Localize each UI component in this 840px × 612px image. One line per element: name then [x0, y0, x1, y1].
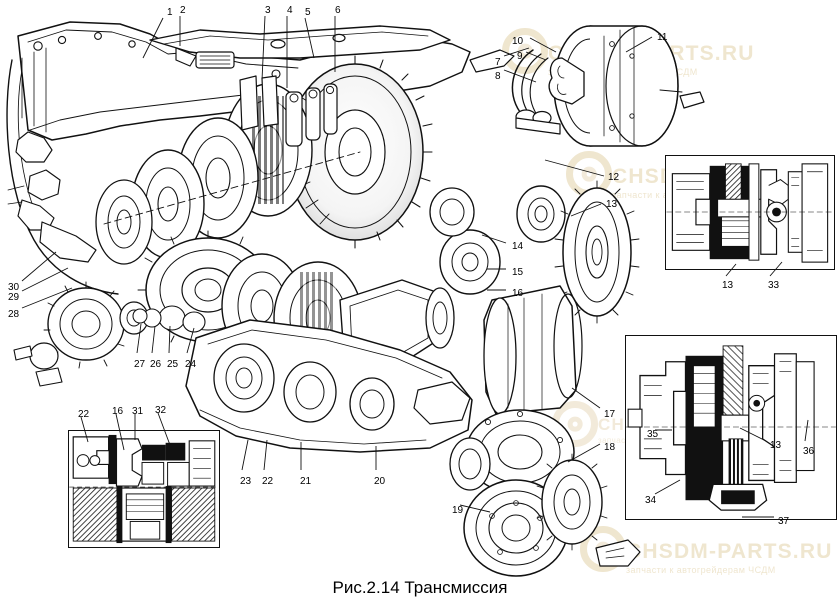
callout-number-4: 4: [287, 5, 293, 16]
housing-top-cover: [149, 25, 451, 69]
callout-number-34: 34: [645, 495, 657, 506]
callout-number-18: 18: [604, 442, 616, 453]
detail-small-parts: [132, 75, 338, 333]
callout-number-21: 21: [300, 476, 312, 487]
callout-number-19: 19: [452, 505, 464, 516]
callout-number-13: 13: [606, 199, 618, 210]
callout-number-13: 13: [770, 440, 782, 451]
flywheel-clutch-19: [449, 437, 641, 577]
callout-number-11: 11: [657, 32, 668, 43]
callout-number-33: 33: [768, 280, 780, 291]
callout-number-37: 37: [778, 516, 790, 527]
callout-number-30: 30: [8, 282, 20, 293]
callout-number-32: 32: [155, 405, 167, 416]
callout-number-27: 27: [134, 359, 146, 370]
callout-number-28: 28: [8, 309, 20, 320]
callout-number-16: 16: [112, 406, 124, 417]
brake-drum-right: [465, 285, 583, 495]
callout-number-6: 6: [335, 5, 341, 16]
callout-number-1: 1: [167, 7, 173, 18]
callout-number-10: 10: [512, 36, 524, 47]
callout-number-14: 14: [512, 241, 524, 252]
inset-panel-upper-right: [665, 155, 835, 270]
callout-number-24: 24: [185, 359, 197, 370]
callout-number-5: 5: [305, 7, 311, 18]
inset-lower-left-section: [69, 431, 219, 547]
inset-panel-lower-left: [68, 430, 220, 548]
left-small-gears: [13, 281, 149, 387]
callout-number-12: 12: [608, 172, 620, 183]
callout-number-26: 26: [150, 359, 162, 370]
callout-number-29: 29: [8, 292, 20, 303]
callout-number-22: 22: [262, 476, 274, 487]
callout-number-35: 35: [647, 429, 659, 440]
figure-caption: Рис.2.14 Трансмиссия: [332, 578, 508, 597]
clutch-drum-assembly: [548, 25, 705, 147]
callout-number-9: 9: [517, 51, 523, 62]
callout-number-20: 20: [374, 476, 386, 487]
callout-number-17: 17: [604, 409, 616, 420]
callout-number-22: 22: [78, 409, 90, 420]
inset-upper-right-section: [666, 157, 834, 268]
callout-number-31: 31: [132, 406, 144, 417]
callout-number-13: 13: [722, 280, 734, 291]
callout-number-15: 15: [512, 267, 524, 278]
shift-fork-rods: [469, 49, 561, 135]
callout-number-36: 36: [803, 446, 815, 457]
lower-housing-assembly: [185, 319, 473, 453]
driven-gear-13: [554, 180, 640, 324]
inset-lower-right-section: [626, 336, 836, 519]
callout-number-3: 3: [265, 5, 271, 16]
callout-number-8: 8: [495, 71, 501, 82]
callout-number-7: 7: [495, 57, 501, 68]
inset-panel-lower-right: [625, 335, 837, 520]
callout-number-25: 25: [167, 359, 179, 370]
callout-number-2: 2: [180, 5, 186, 16]
callout-number-16: 16: [512, 288, 524, 299]
callout-number-23: 23: [240, 476, 252, 487]
